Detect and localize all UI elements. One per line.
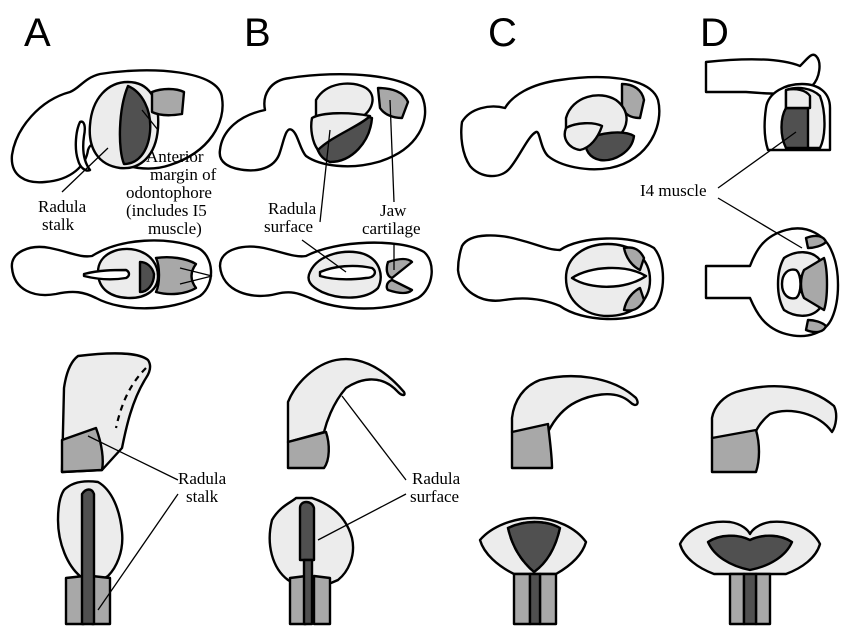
svg-text:Radula: Radula	[38, 197, 87, 216]
panel-label-b: B	[244, 11, 271, 55]
svg-text:(includes I5: (includes I5	[126, 201, 207, 220]
radula-side-c	[512, 376, 638, 468]
panel-label-a: A	[24, 11, 51, 55]
label-radula-surface-upper: Radula surface	[264, 199, 317, 236]
buccal-mass-side-c	[461, 77, 659, 176]
panel-label-c: C	[488, 11, 517, 55]
svg-text:Radula: Radula	[178, 469, 227, 488]
label-i4-muscle: I4 muscle	[640, 181, 707, 200]
svg-text:Radula: Radula	[268, 199, 317, 218]
svg-text:Radula: Radula	[412, 469, 461, 488]
radula-front-d	[680, 522, 820, 624]
buccal-mass-top-a	[12, 240, 212, 308]
buccal-mass-top-c	[458, 235, 663, 319]
label-radula-stalk-upper: Radula stalk	[38, 197, 87, 234]
radula-front-c	[480, 518, 586, 624]
svg-text:odontophore: odontophore	[126, 183, 212, 202]
radula-side-d	[712, 386, 836, 472]
label-radula-stalk-lower: Radula stalk	[178, 469, 227, 506]
svg-text:margin of: margin of	[150, 165, 217, 184]
svg-text:surface: surface	[264, 217, 313, 236]
buccal-mass-top-d	[706, 228, 838, 336]
buccal-mass-top-b	[220, 243, 432, 309]
radula-front-b	[270, 498, 353, 624]
svg-text:stalk: stalk	[42, 215, 75, 234]
svg-text:Jaw: Jaw	[380, 201, 407, 220]
radula-side-a	[62, 353, 150, 472]
radula-front-a	[58, 481, 122, 624]
panel-label-d: D	[700, 11, 729, 55]
label-jaw-cartilage: Jaw cartilage	[362, 201, 421, 238]
buccal-mass-side-b	[220, 74, 425, 170]
svg-text:cartilage: cartilage	[362, 219, 421, 238]
svg-text:stalk: stalk	[186, 487, 219, 506]
svg-text:Anterior: Anterior	[146, 147, 204, 166]
radula-side-b	[288, 359, 405, 468]
svg-text:muscle): muscle)	[148, 219, 202, 238]
svg-text:surface: surface	[410, 487, 459, 506]
label-radula-surface-lower: Radula surface	[410, 469, 461, 506]
buccal-mass-side-d	[706, 55, 830, 150]
